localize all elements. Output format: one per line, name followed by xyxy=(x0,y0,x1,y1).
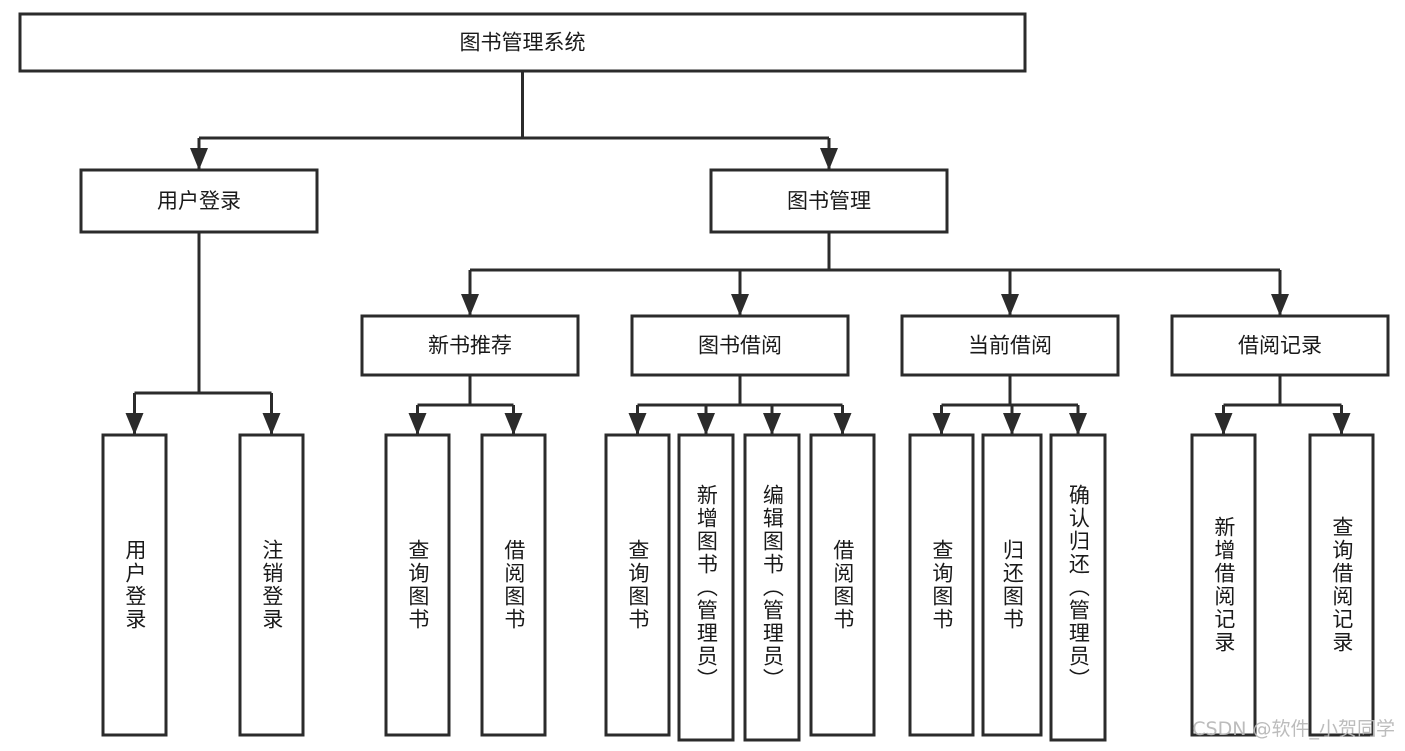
connector-group-root xyxy=(190,71,838,170)
arrow-head-icon xyxy=(1003,413,1021,435)
node-label-current-borrow: 当前借阅 xyxy=(968,334,1052,358)
connector-layer xyxy=(125,71,1351,435)
node-label-root: 图书管理系统 xyxy=(460,31,586,55)
node-leaf-borrow-book-1[interactable] xyxy=(480,433,547,737)
connector-group-user-login xyxy=(125,232,281,435)
node-leaf-user-login[interactable] xyxy=(101,433,168,737)
node-leaf-query-book-2[interactable] xyxy=(604,433,671,737)
arrow-head-icon xyxy=(628,413,647,435)
arrow-head-icon xyxy=(1069,413,1087,435)
node-leaf-query-borrow-record[interactable] xyxy=(1308,433,1375,737)
node-leaf-return-book[interactable] xyxy=(981,433,1043,737)
node-leaf-query-book-3[interactable] xyxy=(908,433,975,737)
node-current-borrow[interactable]: 当前借阅 xyxy=(900,314,1120,377)
arrow-head-icon xyxy=(408,413,427,435)
node-leaf-add-borrow-record[interactable] xyxy=(1190,433,1257,737)
watermark-text: CSDN @软件_小贺同学 xyxy=(1192,718,1395,740)
connector-group-book-borrow xyxy=(628,375,852,435)
arrow-head-icon xyxy=(1214,413,1233,435)
node-leaf-confirm-return[interactable] xyxy=(1049,433,1107,742)
arrow-head-icon xyxy=(262,413,281,435)
arrow-head-icon xyxy=(504,413,523,435)
arrow-head-icon xyxy=(932,413,951,435)
node-label-book-borrow: 图书借阅 xyxy=(698,334,782,358)
node-label-user-login: 用户登录 xyxy=(157,189,241,213)
arrow-head-icon xyxy=(125,413,144,435)
node-leaf-user-logout[interactable] xyxy=(238,433,305,737)
node-book-borrow[interactable]: 图书借阅 xyxy=(630,314,850,377)
arrow-head-icon xyxy=(763,413,781,435)
node-leaf-borrow-book-2[interactable] xyxy=(809,433,876,737)
connector-group-borrow-record xyxy=(1214,375,1351,435)
arrow-head-icon xyxy=(1332,413,1351,435)
node-label-new-book-recommend: 新书推荐 xyxy=(428,334,512,358)
node-user-login[interactable]: 用户登录 xyxy=(79,168,319,234)
arrow-head-icon xyxy=(731,294,749,316)
arrow-head-icon xyxy=(1001,294,1019,316)
node-leaf-edit-book[interactable] xyxy=(743,433,801,742)
node-label-borrow-record: 借阅记录 xyxy=(1238,334,1322,358)
node-book-management[interactable]: 图书管理 xyxy=(709,168,949,234)
node-root[interactable]: 图书管理系统 xyxy=(18,12,1027,73)
arrow-head-icon xyxy=(461,294,479,316)
node-new-book-recommend[interactable]: 新书推荐 xyxy=(360,314,580,377)
arrow-head-icon xyxy=(833,413,852,435)
node-label-book-management: 图书管理 xyxy=(787,189,871,213)
node-leaf-add-book[interactable] xyxy=(677,433,735,742)
node-leaf-query-book-1[interactable] xyxy=(384,433,451,737)
arrow-head-icon xyxy=(1271,294,1289,316)
connector-group-new-book-recommend xyxy=(408,375,523,435)
connector-group-book-management xyxy=(461,232,1289,316)
arrow-head-icon xyxy=(697,413,715,435)
node-borrow-record[interactable]: 借阅记录 xyxy=(1170,314,1390,377)
connector-group-current-borrow xyxy=(932,375,1087,435)
arrow-head-icon xyxy=(820,148,838,170)
arrow-head-icon xyxy=(190,148,208,170)
